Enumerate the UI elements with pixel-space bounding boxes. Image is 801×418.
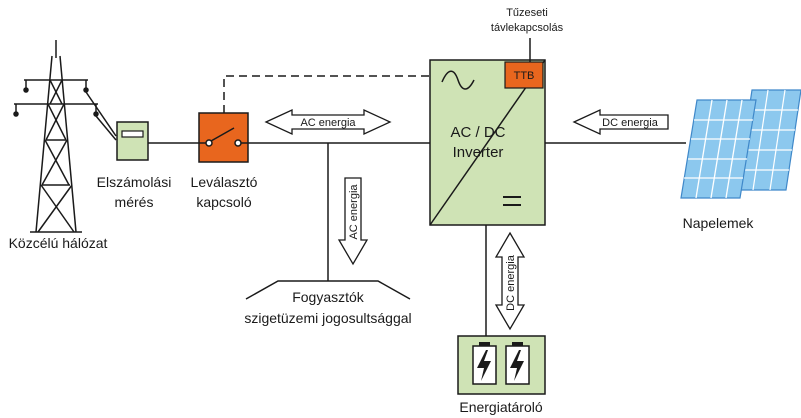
remote-shutdown-control-line: [223, 75, 504, 113]
dc-energy-arrow-horizontal-label: DC energia: [602, 117, 659, 129]
solar-panel-icon: [680, 89, 801, 199]
battery-icon: [472, 342, 497, 385]
ac-energy-arrow-horizontal: [264, 108, 392, 136]
inverter-label-line1: AC / DC: [450, 124, 505, 141]
panels-label: Napelemek: [683, 215, 755, 231]
grid-connection-line: [85, 91, 117, 141]
battery-icon: [505, 342, 530, 385]
storage-box: [457, 335, 546, 395]
meter-label-line2: mérés: [115, 194, 154, 210]
switch-label-line2: kapcsoló: [196, 194, 251, 210]
storage-label: Energiatároló: [459, 399, 542, 415]
consumers-label-line1: Fogyasztók: [292, 289, 365, 305]
consumer-branch-line: [245, 143, 411, 300]
fire-shutdown-label-line1: Tűzeseti: [506, 7, 548, 19]
disconnect-switch-box: [198, 112, 249, 163]
ttb-box: [504, 61, 544, 89]
fire-shutdown-label-line2: távlekapcsolás: [491, 22, 564, 34]
consumers-label-line2: szigetüzemi jogosultsággal: [244, 310, 411, 326]
transmission-tower-icon: [13, 40, 99, 233]
ac-energy-arrow-horizontal-label: AC energia: [300, 117, 356, 129]
ttb-label: TTB: [514, 70, 535, 82]
switch-symbol-icon: [199, 127, 248, 147]
switch-label-line1: Leválasztó: [191, 174, 258, 190]
meter-display-icon: [121, 130, 144, 138]
ac-energy-arrow-vertical: [337, 177, 369, 266]
meter-box: [116, 121, 149, 161]
inverter-label-line2: Inverter: [453, 144, 504, 161]
grid-label: Közcélú hálózat: [9, 235, 108, 251]
dc-energy-arrow-vertical-label: DC energia: [505, 254, 517, 311]
ac-sine-icon: [441, 70, 475, 90]
dc-energy-arrow-horizontal: [572, 108, 669, 136]
dc-symbol-icon: [503, 196, 521, 206]
ac-energy-arrow-vertical-label: AC energia: [348, 184, 360, 240]
meter-label-line1: Elszámolási: [97, 174, 172, 190]
dc-energy-arrow-vertical: [494, 231, 526, 331]
